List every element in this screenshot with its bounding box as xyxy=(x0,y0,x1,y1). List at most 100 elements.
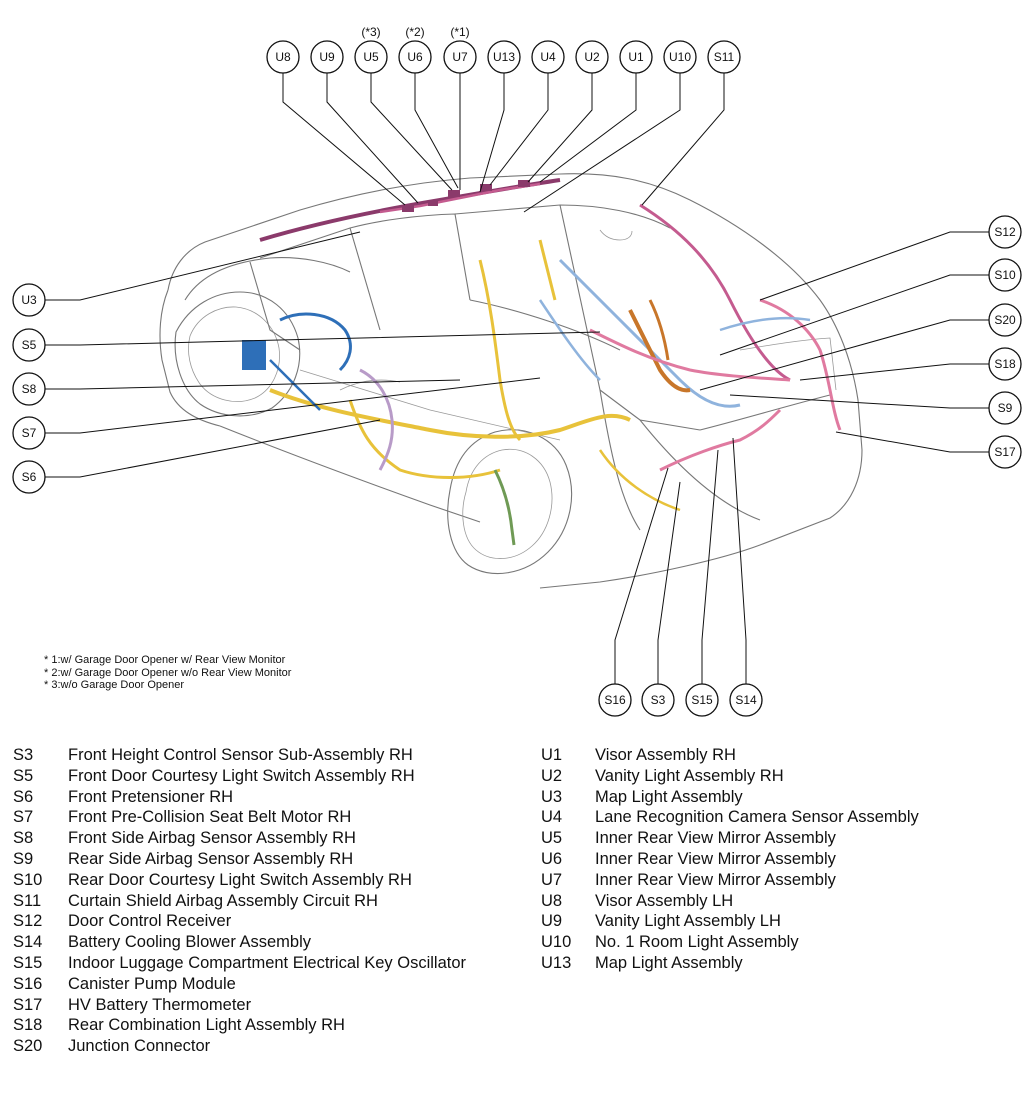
legend-name: Inner Rear View Mirror Assembly xyxy=(595,849,836,868)
legend-code: U2 xyxy=(541,766,563,785)
legend-code: S14 xyxy=(13,933,43,952)
legend-code: S9 xyxy=(13,849,34,868)
svg-text:S14: S14 xyxy=(735,693,757,707)
legend-name: Lane Recognition Camera Sensor Assembly xyxy=(595,808,919,827)
legend-row: S16 Canister Pump Module xyxy=(13,974,466,995)
callout-u6: U6(*2) xyxy=(398,25,432,74)
svg-text:U7: U7 xyxy=(452,50,468,64)
legend-name: Front Height Control Sensor Sub-Assembly… xyxy=(68,746,413,764)
callout-s14: S14 xyxy=(729,683,763,717)
footnote-1: * 1:w/ Garage Door Opener w/ Rear View M… xyxy=(44,654,286,666)
legend-code: S12 xyxy=(13,912,43,931)
door-harness-blue xyxy=(242,312,352,411)
callout-s7: S7 xyxy=(12,416,46,450)
legend-row: S20 Junction Connector xyxy=(13,1036,466,1057)
callout-u9: U9 xyxy=(310,40,344,74)
svg-text:S9: S9 xyxy=(998,401,1013,415)
callout-u5: U5(*3) xyxy=(354,25,388,74)
svg-text:S17: S17 xyxy=(994,445,1016,459)
legend-code: S16 xyxy=(13,974,43,993)
svg-text:U9: U9 xyxy=(319,50,335,64)
legend-name: Front Pre-Collision Seat Belt Motor RH xyxy=(68,808,352,827)
svg-text:U6: U6 xyxy=(407,50,423,64)
suspension-harness-green xyxy=(493,469,516,546)
legend-row: S3 Front Height Control Sensor Sub-Assemb… xyxy=(13,745,466,766)
legend-name: Visor Assembly LH xyxy=(595,891,734,910)
callout-u10: U10 xyxy=(663,40,697,74)
roof-harness xyxy=(259,178,561,242)
left-callouts: U3 S5 S8 S7 S6 xyxy=(12,283,46,494)
svg-text:U10: U10 xyxy=(669,50,691,64)
legend-name: Vanity Light Assembly RH xyxy=(595,766,784,785)
legend-code: S15 xyxy=(13,953,43,972)
legend-name: Map Light Assembly xyxy=(595,787,743,806)
svg-text:U5: U5 xyxy=(363,50,379,64)
floor-harness-yellow xyxy=(269,239,681,512)
callout-u7-note: (*1) xyxy=(450,25,469,39)
legend-code: U3 xyxy=(541,787,563,806)
legend-name: Curtain Shield Airbag Assembly Circuit R… xyxy=(68,891,378,910)
callout-s8: S8 xyxy=(12,372,46,406)
legend-name: Front Side Airbag Sensor Assembly RH xyxy=(68,829,356,848)
callout-u8: U8 xyxy=(266,40,300,74)
svg-text:S7: S7 xyxy=(22,426,37,440)
svg-text:U8: U8 xyxy=(275,50,291,64)
legend-code: U4 xyxy=(541,808,563,827)
callout-u4: U4 xyxy=(531,40,565,74)
svg-text:S6: S6 xyxy=(22,470,37,484)
legend-code: S5 xyxy=(13,766,34,785)
svg-text:S12: S12 xyxy=(994,225,1016,239)
callout-u7: U7 (*1) xyxy=(443,25,477,74)
svg-text:U3: U3 xyxy=(21,293,37,307)
legend-name: Junction Connector xyxy=(68,1037,211,1056)
legend-name: Rear Door Courtesy Light Switch Assembly… xyxy=(68,870,412,889)
bottom-callouts: S16 S3 S15 S14 xyxy=(598,683,763,717)
legend-row: S14 Battery Cooling Blower Assembly xyxy=(13,932,466,953)
svg-text:U13: U13 xyxy=(493,50,515,64)
legend-code: S6 xyxy=(13,787,34,806)
svg-text:S18: S18 xyxy=(994,357,1016,371)
callout-s3: S3 xyxy=(641,683,675,717)
callout-s12: S12 xyxy=(988,215,1022,249)
seat-harness-lilac xyxy=(359,368,394,471)
legend-code: U6 xyxy=(541,849,563,868)
rear-harness-orange xyxy=(628,299,691,393)
legend-name: Rear Combination Light Assembly RH xyxy=(68,1016,345,1035)
svg-text:S16: S16 xyxy=(604,693,626,707)
legend-code: S10 xyxy=(13,870,43,889)
legend-name: Canister Pump Module xyxy=(68,974,236,993)
legend-name: Visor Assembly RH xyxy=(595,746,736,764)
legend-code: S20 xyxy=(13,1037,43,1056)
callout-s9: S9 xyxy=(988,391,1022,425)
callout-s18: S18 xyxy=(988,347,1022,381)
legend-code: U10 xyxy=(541,933,572,952)
callout-s11: S11 xyxy=(707,40,741,74)
legend-name: HV Battery Thermometer xyxy=(68,995,252,1014)
svg-text:S15: S15 xyxy=(691,693,713,707)
curtain-airbag-harness xyxy=(639,203,842,431)
footnote-2: * 2:w/ Garage Door Opener w/o Rear View … xyxy=(44,666,292,679)
legend-row: S10 Rear Door Courtesy Light Switch Assem… xyxy=(13,870,466,891)
legend-name: Inner Rear View Mirror Assembly xyxy=(595,870,836,889)
legend-code: S3 xyxy=(13,746,34,764)
legend-name: Map Light Assembly xyxy=(595,953,743,972)
svg-text:S8: S8 xyxy=(22,382,37,396)
svg-text:S5: S5 xyxy=(22,338,37,352)
callout-s15: S15 xyxy=(685,683,719,717)
callout-s20: S20 xyxy=(988,303,1022,337)
legend-name: Battery Cooling Blower Assembly xyxy=(68,933,312,952)
